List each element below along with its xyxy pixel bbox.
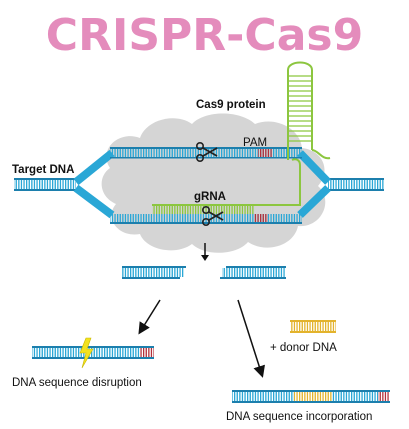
grna-label: gRNA xyxy=(194,191,226,203)
incorporated-dna xyxy=(232,390,390,403)
disrupted-dna xyxy=(32,346,154,359)
pam-label: PAM xyxy=(243,137,267,149)
diagram-title: CRISPR-Cas9 xyxy=(45,10,364,61)
target-dna-left xyxy=(14,178,76,191)
disruption-label: DNA sequence disruption xyxy=(12,377,142,389)
cut-dna-right xyxy=(220,266,286,279)
dna-bubble-arms xyxy=(73,149,331,219)
donor-dna xyxy=(290,320,336,333)
cut-dna-left xyxy=(122,266,186,279)
arrow-down-icon xyxy=(201,243,209,261)
grna-hairpin xyxy=(254,61,331,206)
arrow-icon xyxy=(138,299,161,335)
grna-hairpin-rungs xyxy=(288,75,312,142)
lightning-bolt-icon xyxy=(79,337,94,369)
arrow-icon xyxy=(237,299,265,378)
cas9-protein-label: Cas9 protein xyxy=(196,99,266,111)
target-dna-label: Target DNA xyxy=(12,164,74,176)
cas9-protein-cloud xyxy=(101,113,326,253)
donor-dna-label: + donor DNA xyxy=(270,342,337,354)
top-strand xyxy=(110,147,302,159)
scissors-icon xyxy=(196,142,218,163)
incorporation-label: DNA sequence incorporation xyxy=(226,411,372,423)
target-dna-right xyxy=(328,178,384,191)
scissors-icon xyxy=(202,206,224,227)
